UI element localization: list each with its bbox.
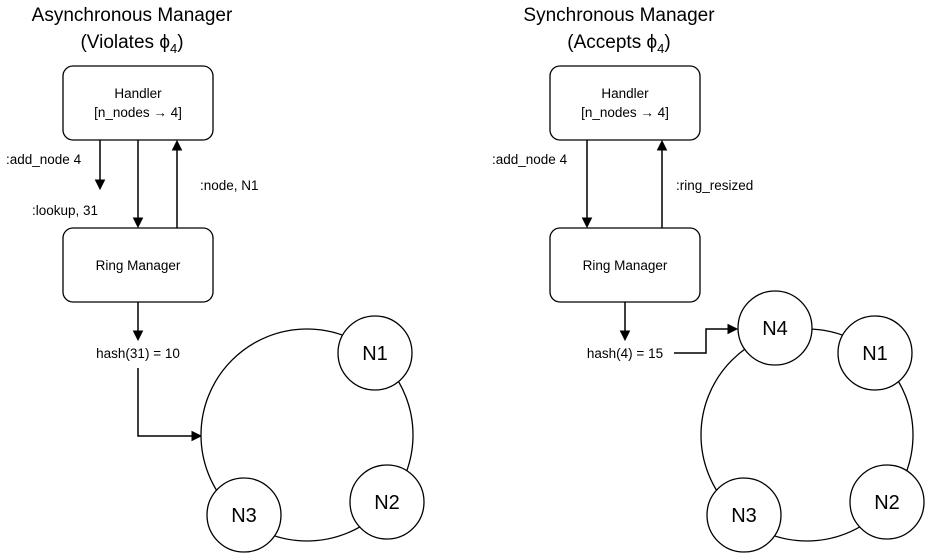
sync-node-n2-label: N2 — [874, 492, 900, 514]
sync-node-n1-label: N1 — [862, 343, 888, 365]
sync-ring-entry-arrowhead — [727, 323, 739, 335]
sync-node-n3-label: N3 — [731, 505, 757, 527]
sync-ring-entry-arrow — [674, 328, 728, 354]
async-manager-diagram: Asynchronous Manager (Violates ϕ4) Handl… — [6, 5, 425, 553]
sync-manager-diagram: Synchronous Manager (Accepts ϕ4) Handler… — [492, 5, 925, 553]
async-reply-arrowhead — [171, 139, 183, 151]
async-node-n1-label: N1 — [362, 343, 388, 365]
sync-handler-state: [n_nodes → 4] — [581, 105, 669, 120]
sync-node-n4 — [737, 290, 813, 366]
sync-reply-arrowhead — [656, 139, 668, 151]
async-ring-entry-arrow — [137, 368, 192, 437]
async-hash-label: hash(31) = 10 — [96, 346, 180, 361]
sync-node-n4-label: N4 — [762, 318, 788, 340]
async-ring-entry-arrowhead — [191, 430, 203, 442]
async-node-n2-label: N2 — [374, 492, 400, 514]
async-handler-state: [n_nodes → 4] — [94, 105, 182, 120]
sync-node-n3 — [706, 477, 782, 553]
sync-reply-label: :ring_resized — [676, 178, 753, 193]
async-ring-manager-label: Ring Manager — [96, 258, 181, 273]
async-lookup-arrowhead — [132, 217, 144, 229]
async-lookup-label: :lookup, 31 — [32, 203, 98, 218]
async-node-n3 — [206, 477, 282, 553]
async-node-n2 — [349, 464, 425, 540]
async-add-node-arrowhead — [94, 179, 106, 191]
async-handler-label: Handler — [114, 86, 162, 101]
sync-title-line1: Synchronous Manager — [523, 5, 715, 26]
async-node-n3-label: N3 — [231, 505, 257, 527]
sync-node-n2 — [849, 464, 925, 540]
async-title-line1: Asynchronous Manager — [32, 5, 233, 26]
sync-ring-manager-label: Ring Manager — [583, 258, 668, 273]
sync-node-n1 — [837, 315, 913, 391]
sync-title-line2: (Accepts ϕ4) — [567, 32, 670, 56]
async-title-line2: (Violates ϕ4) — [80, 32, 183, 56]
sync-handler-box — [549, 65, 701, 141]
async-handler-box — [62, 65, 214, 141]
async-reply-label: :node, N1 — [200, 178, 259, 193]
sync-hash-arrowhead — [619, 330, 631, 342]
async-add-node-label: :add_node 4 — [6, 152, 82, 167]
sync-handler-label: Handler — [601, 86, 649, 101]
sync-add-node-arrowhead — [581, 217, 593, 229]
async-node-n1 — [337, 315, 413, 391]
sync-add-node-label: :add_node 4 — [492, 152, 568, 167]
sync-hash-label: hash(4) = 15 — [587, 346, 663, 361]
async-hash-arrowhead — [132, 330, 144, 342]
